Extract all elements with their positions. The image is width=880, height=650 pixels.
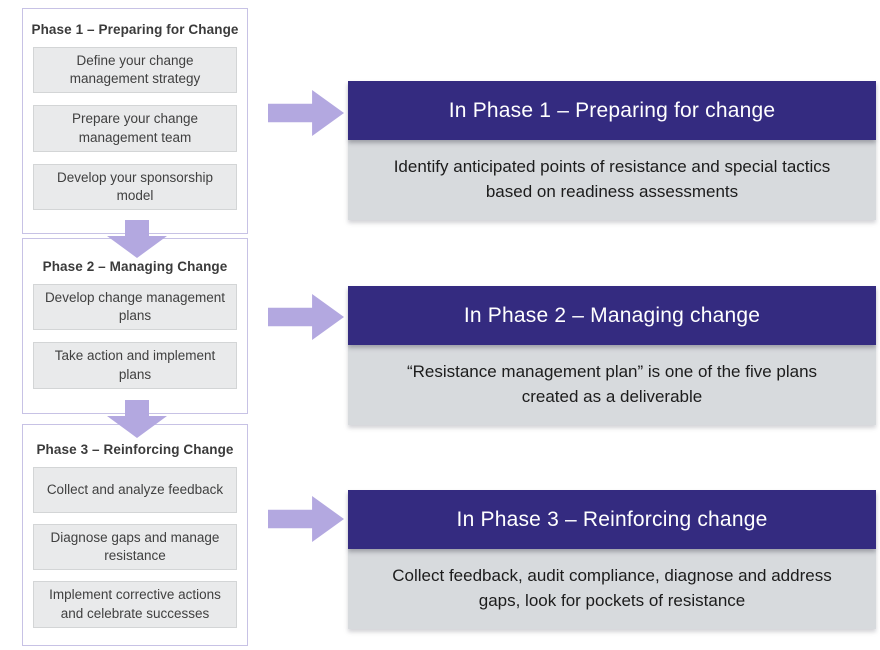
phase-3-step-1: Collect and analyze feedback <box>33 467 237 513</box>
phase-1-container: Phase 1 – Preparing for Change Define yo… <box>22 8 248 234</box>
phase-3-container: Phase 3 – Reinforcing Change Collect and… <box>22 424 248 646</box>
phase-2-detail-header: In Phase 2 – Managing change <box>348 286 876 345</box>
phase-2-detail-panel: In Phase 2 – Managing change “Resistance… <box>348 286 876 425</box>
right-arrow-icon <box>268 90 344 136</box>
phase-2-step-2: Take action and implement plans <box>33 342 237 389</box>
phase-1-step-3: Develop your sponsorship model <box>33 163 237 211</box>
right-arrow-icon <box>268 496 344 542</box>
phase-3-step-2: Diagnose gaps and manage resistance <box>33 524 237 571</box>
phase-3-detail-body: Collect feedback, audit compliance, diag… <box>348 549 876 629</box>
phase-3-detail-panel: In Phase 3 – Reinforcing change Collect … <box>348 490 876 629</box>
phase-3-step-3: Implement corrective actions and celebra… <box>33 581 237 628</box>
phase-2-step-1: Develop change management plans <box>33 284 237 331</box>
phase-1-step-1: Define your change management strategy <box>33 47 237 94</box>
phase-3-detail-header: In Phase 3 – Reinforcing change <box>348 490 876 549</box>
phase-1-title: Phase 1 – Preparing for Change <box>31 22 239 37</box>
phase-2-detail-body: “Resistance management plan” is one of t… <box>348 345 876 425</box>
phase-1-detail-header: In Phase 1 – Preparing for change <box>348 81 876 140</box>
phase-2-container: Phase 2 – Managing Change Develop change… <box>22 238 248 414</box>
right-arrow-icon <box>268 294 344 340</box>
phase-1-step-2: Prepare your change management team <box>33 105 237 152</box>
phase-1-detail-body: Identify anticipated points of resistanc… <box>348 140 876 220</box>
phase-2-title: Phase 2 – Managing Change <box>42 259 228 274</box>
phase-1-detail-panel: In Phase 1 – Preparing for change Identi… <box>348 81 876 220</box>
phase-3-title: Phase 3 – Reinforcing Change <box>36 442 234 457</box>
